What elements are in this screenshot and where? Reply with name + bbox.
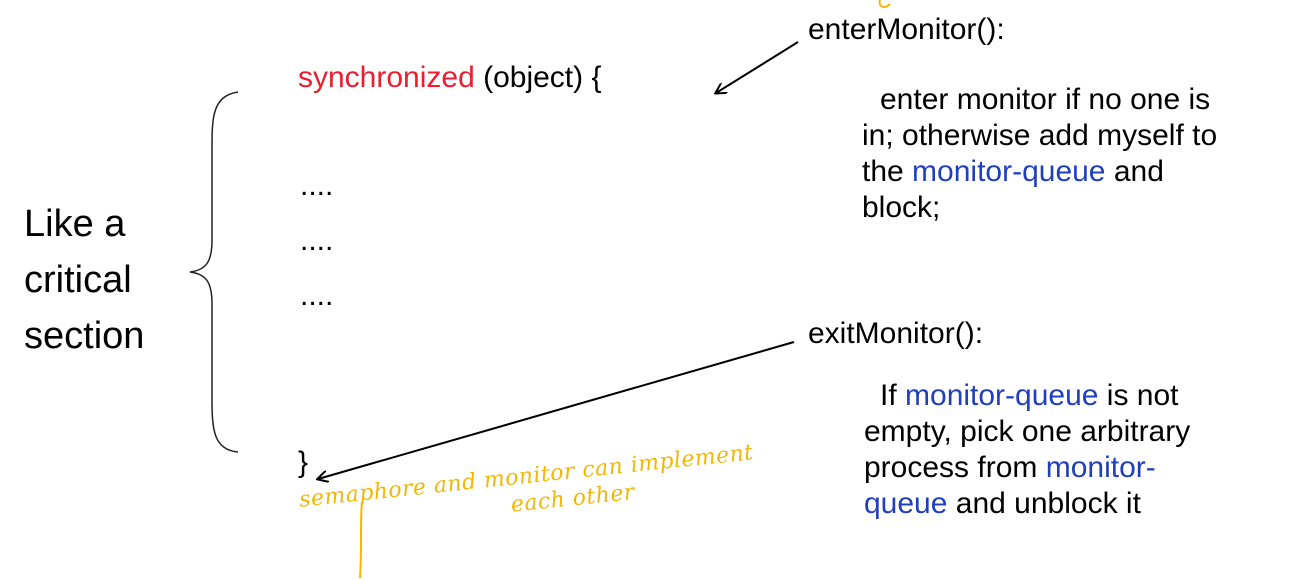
handwriting-stroke xyxy=(359,501,363,579)
synchronized-args: (object) { xyxy=(474,61,602,94)
enter-line-2: in; otherwise add myself to xyxy=(862,119,1218,152)
label-line-2: critical xyxy=(24,259,132,301)
curly-brace xyxy=(189,91,239,453)
code-dots-3: .... xyxy=(300,279,334,312)
monitor-queue-term: monitor-queue xyxy=(912,155,1106,188)
synchronized-line: synchronized (object) { xyxy=(298,60,602,96)
exit-line-2: empty, pick one arbitrary xyxy=(864,415,1191,448)
exit-monitor-description: If monitor-queue is not empty, pick one … xyxy=(864,378,1190,522)
exit-line-4: queue and unblock it xyxy=(864,487,1141,520)
exit-line-1: If monitor-queue is not xyxy=(880,379,1179,412)
enter-arrow xyxy=(716,41,799,93)
enter-monitor-title: enterMonitor(): xyxy=(808,13,1005,46)
code-dots-1: .... xyxy=(300,169,334,202)
synchronized-keyword: synchronized xyxy=(298,61,475,94)
monitor-queue-term: monitor-queue xyxy=(905,379,1099,412)
close-brace: } xyxy=(298,446,309,479)
code-dots-2: .... xyxy=(300,224,334,257)
exit-monitor-title: exitMonitor(): xyxy=(808,317,984,350)
label-line-1: Like a xyxy=(24,203,126,245)
enter-line-1: enter monitor if no one is xyxy=(880,83,1211,116)
exit-arrow xyxy=(318,341,795,479)
enter-monitor-description: enter monitor if no one is in; otherwise… xyxy=(862,82,1217,226)
exit-line-3: process from monitor- xyxy=(864,451,1156,484)
enter-line-3: the monitor-queue and xyxy=(862,155,1164,188)
label-line-3: section xyxy=(24,315,145,357)
critical-section-label: Like a critical section xyxy=(24,196,144,364)
handwriting-mark xyxy=(878,0,891,8)
enter-line-4: block; xyxy=(862,191,941,224)
